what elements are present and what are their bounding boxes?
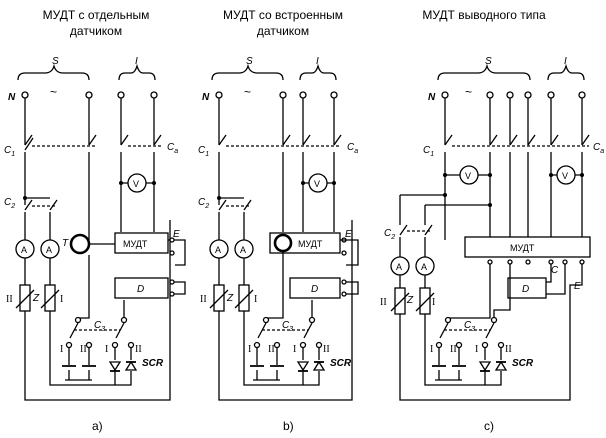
ammeter-c1-label: A xyxy=(396,262,402,272)
contact-ii-a2: II xyxy=(135,344,142,355)
label-tilde-a: ~ xyxy=(50,85,57,99)
brace-i-c xyxy=(547,63,585,81)
title-b-line1: МУДТ со встроенным xyxy=(223,8,343,22)
mudt-box-b: МУДТ xyxy=(298,239,323,249)
label-c3-a: C3 xyxy=(94,320,105,333)
label-c2-c: C2 xyxy=(384,228,395,241)
contact-i-b: I xyxy=(248,344,251,355)
res-z-b: Z xyxy=(226,293,234,304)
brace-i-a xyxy=(118,63,156,81)
ammeter-c2-label: A xyxy=(421,262,427,272)
contact-ii-b2: II xyxy=(323,344,330,355)
d-box-a: D xyxy=(137,284,144,295)
label-e-c: E xyxy=(574,281,581,292)
brace-s-c xyxy=(437,63,531,81)
label-c3-b: C3 xyxy=(282,320,293,333)
label-c2-b: C2 xyxy=(198,197,209,210)
d-box-b: D xyxy=(311,284,318,295)
label-s-b: S xyxy=(246,56,253,67)
label-e-b: E xyxy=(345,229,352,240)
contact-ii-c2: II xyxy=(505,344,512,355)
label-s-a: S xyxy=(52,56,59,67)
res-i-b: I xyxy=(254,294,257,305)
caption-b: b) xyxy=(283,419,294,433)
label-c1-a: C1 xyxy=(4,145,15,158)
mudt-box-a: МУДТ xyxy=(123,239,148,249)
mudt-box-c: МУДТ xyxy=(510,243,535,253)
res-z-c: Z xyxy=(406,295,414,306)
label-i-a: I xyxy=(135,56,138,67)
label-ca-b: Ca xyxy=(347,142,358,155)
d-box-c: D xyxy=(522,284,529,295)
label-n-c: N xyxy=(428,92,436,103)
label-scr-b: SCR xyxy=(330,358,352,369)
label-n-b: N xyxy=(202,92,210,103)
title-b-line2: датчиком xyxy=(257,24,309,38)
caption-a: a) xyxy=(92,419,103,433)
voltmeter-c2-label: V xyxy=(562,171,568,181)
res-ii-b: II xyxy=(200,294,207,305)
ammeter-a2-label: A xyxy=(46,245,52,255)
label-scr-c: SCR xyxy=(512,358,534,369)
ammeter-b2-label: A xyxy=(240,245,246,255)
label-c-c: C xyxy=(551,265,559,276)
res-ii-a: II xyxy=(6,294,13,305)
contact-i-c: I xyxy=(430,344,433,355)
label-c1-c: C1 xyxy=(423,145,434,158)
contact-i-c2: I xyxy=(475,344,478,355)
ammeter-b1-label: A xyxy=(215,245,221,255)
contact-i-a: I xyxy=(60,344,63,355)
res-i-a: I xyxy=(60,294,63,305)
label-c3-c: C3 xyxy=(464,320,475,333)
label-ca-c: Ca xyxy=(593,142,604,155)
voltmeter-a-label: V xyxy=(133,179,139,189)
res-i-c: I xyxy=(432,297,435,308)
title-c: МУДТ выводного типа xyxy=(422,8,546,22)
voltmeter-c1-label: V xyxy=(465,171,471,181)
panel-b: S I N ~ C1 Ca V C2 A A II Z xyxy=(198,56,359,401)
label-e-a: E xyxy=(173,229,180,240)
panel-c: S I N ~ C1 Ca V V C2 xyxy=(380,56,604,401)
panel-a: S I N ~ C1 Ca V C2 xyxy=(4,56,186,401)
contact-ii-b: II xyxy=(268,344,275,355)
label-scr-a: SCR xyxy=(142,358,164,369)
brace-s-b xyxy=(211,63,284,81)
contact-ii-a: II xyxy=(80,344,87,355)
label-ca-a: Ca xyxy=(167,142,178,155)
label-i-b: I xyxy=(316,56,319,67)
voltmeter-b-label: V xyxy=(314,179,320,189)
label-tilde-b: ~ xyxy=(244,85,251,99)
label-c2-a: C2 xyxy=(4,197,15,210)
ammeter-a1-label: A xyxy=(21,245,27,255)
label-c1-b: C1 xyxy=(198,145,209,158)
caption-c: c) xyxy=(484,419,494,433)
brace-i-b xyxy=(299,63,337,81)
brace-s-a xyxy=(17,63,90,81)
res-ii-c: II xyxy=(380,297,387,308)
contact-ii-c: II xyxy=(450,344,457,355)
contact-i-a2: I xyxy=(105,344,108,355)
res-z-a: Z xyxy=(32,293,40,304)
label-n-a: N xyxy=(8,92,16,103)
title-a-line2: датчиком xyxy=(70,24,122,38)
label-i-c: I xyxy=(564,56,567,67)
label-s-c: S xyxy=(485,56,492,67)
label-t-a: T xyxy=(62,238,69,249)
label-tilde-c: ~ xyxy=(465,85,472,99)
contact-i-b2: I xyxy=(293,344,296,355)
title-a-line1: МУДТ с отдельным xyxy=(43,8,150,22)
